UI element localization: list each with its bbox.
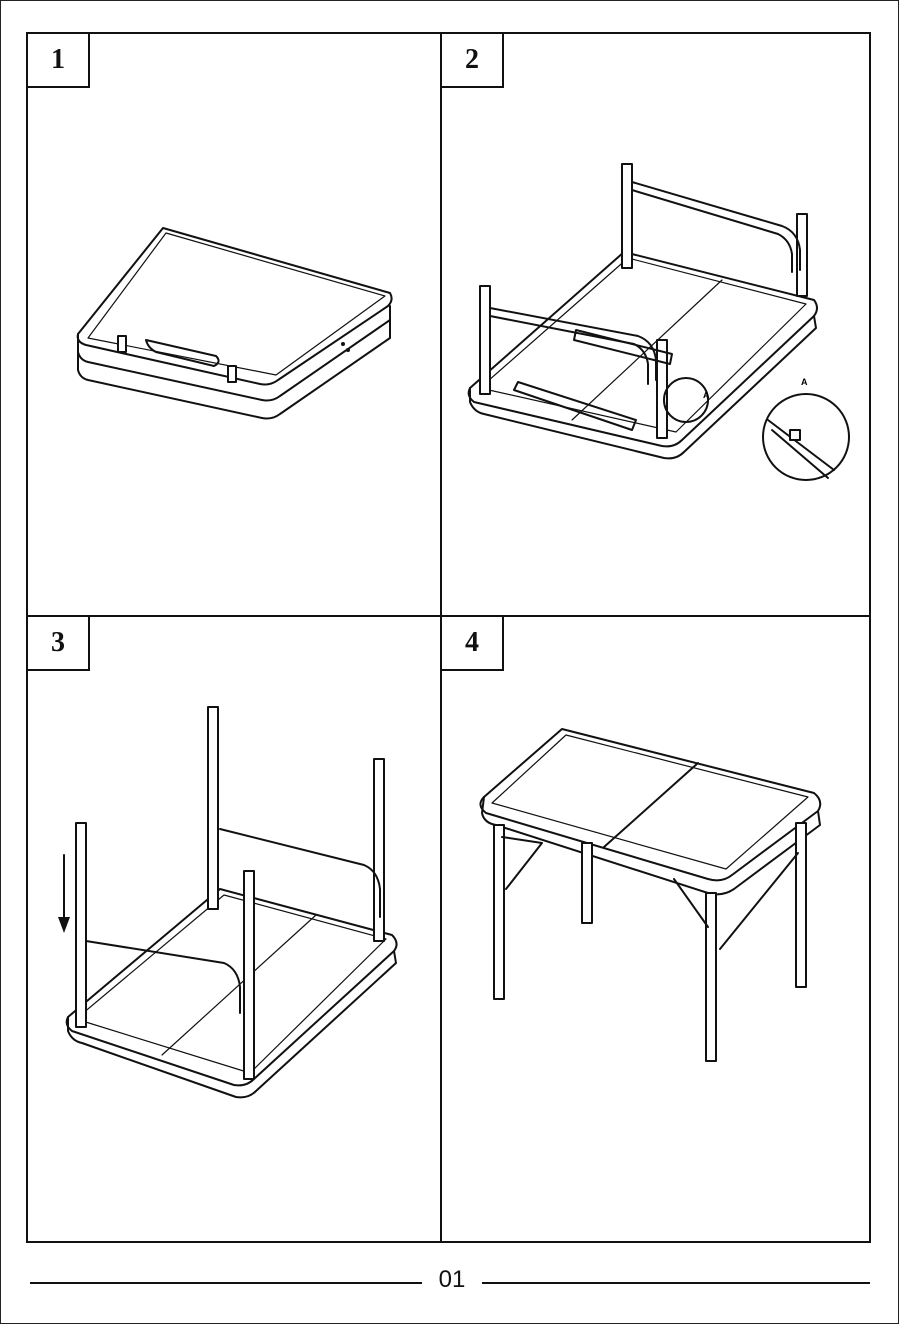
- folded-table-illustration: [28, 90, 440, 614]
- detail-label-large: A: [801, 377, 808, 387]
- detail-label-small: A: [703, 390, 710, 400]
- unfold-legs-illustration: A A: [442, 90, 870, 614]
- footer-rule-right: [482, 1282, 870, 1284]
- step-number-2: 2: [440, 32, 504, 88]
- page-number: 01: [424, 1266, 480, 1294]
- footer-rule-left: [30, 1282, 422, 1284]
- step-number-1: 1: [26, 32, 90, 88]
- assembled-table-illustration: [442, 617, 870, 1241]
- extend-legs-illustration: [28, 617, 440, 1241]
